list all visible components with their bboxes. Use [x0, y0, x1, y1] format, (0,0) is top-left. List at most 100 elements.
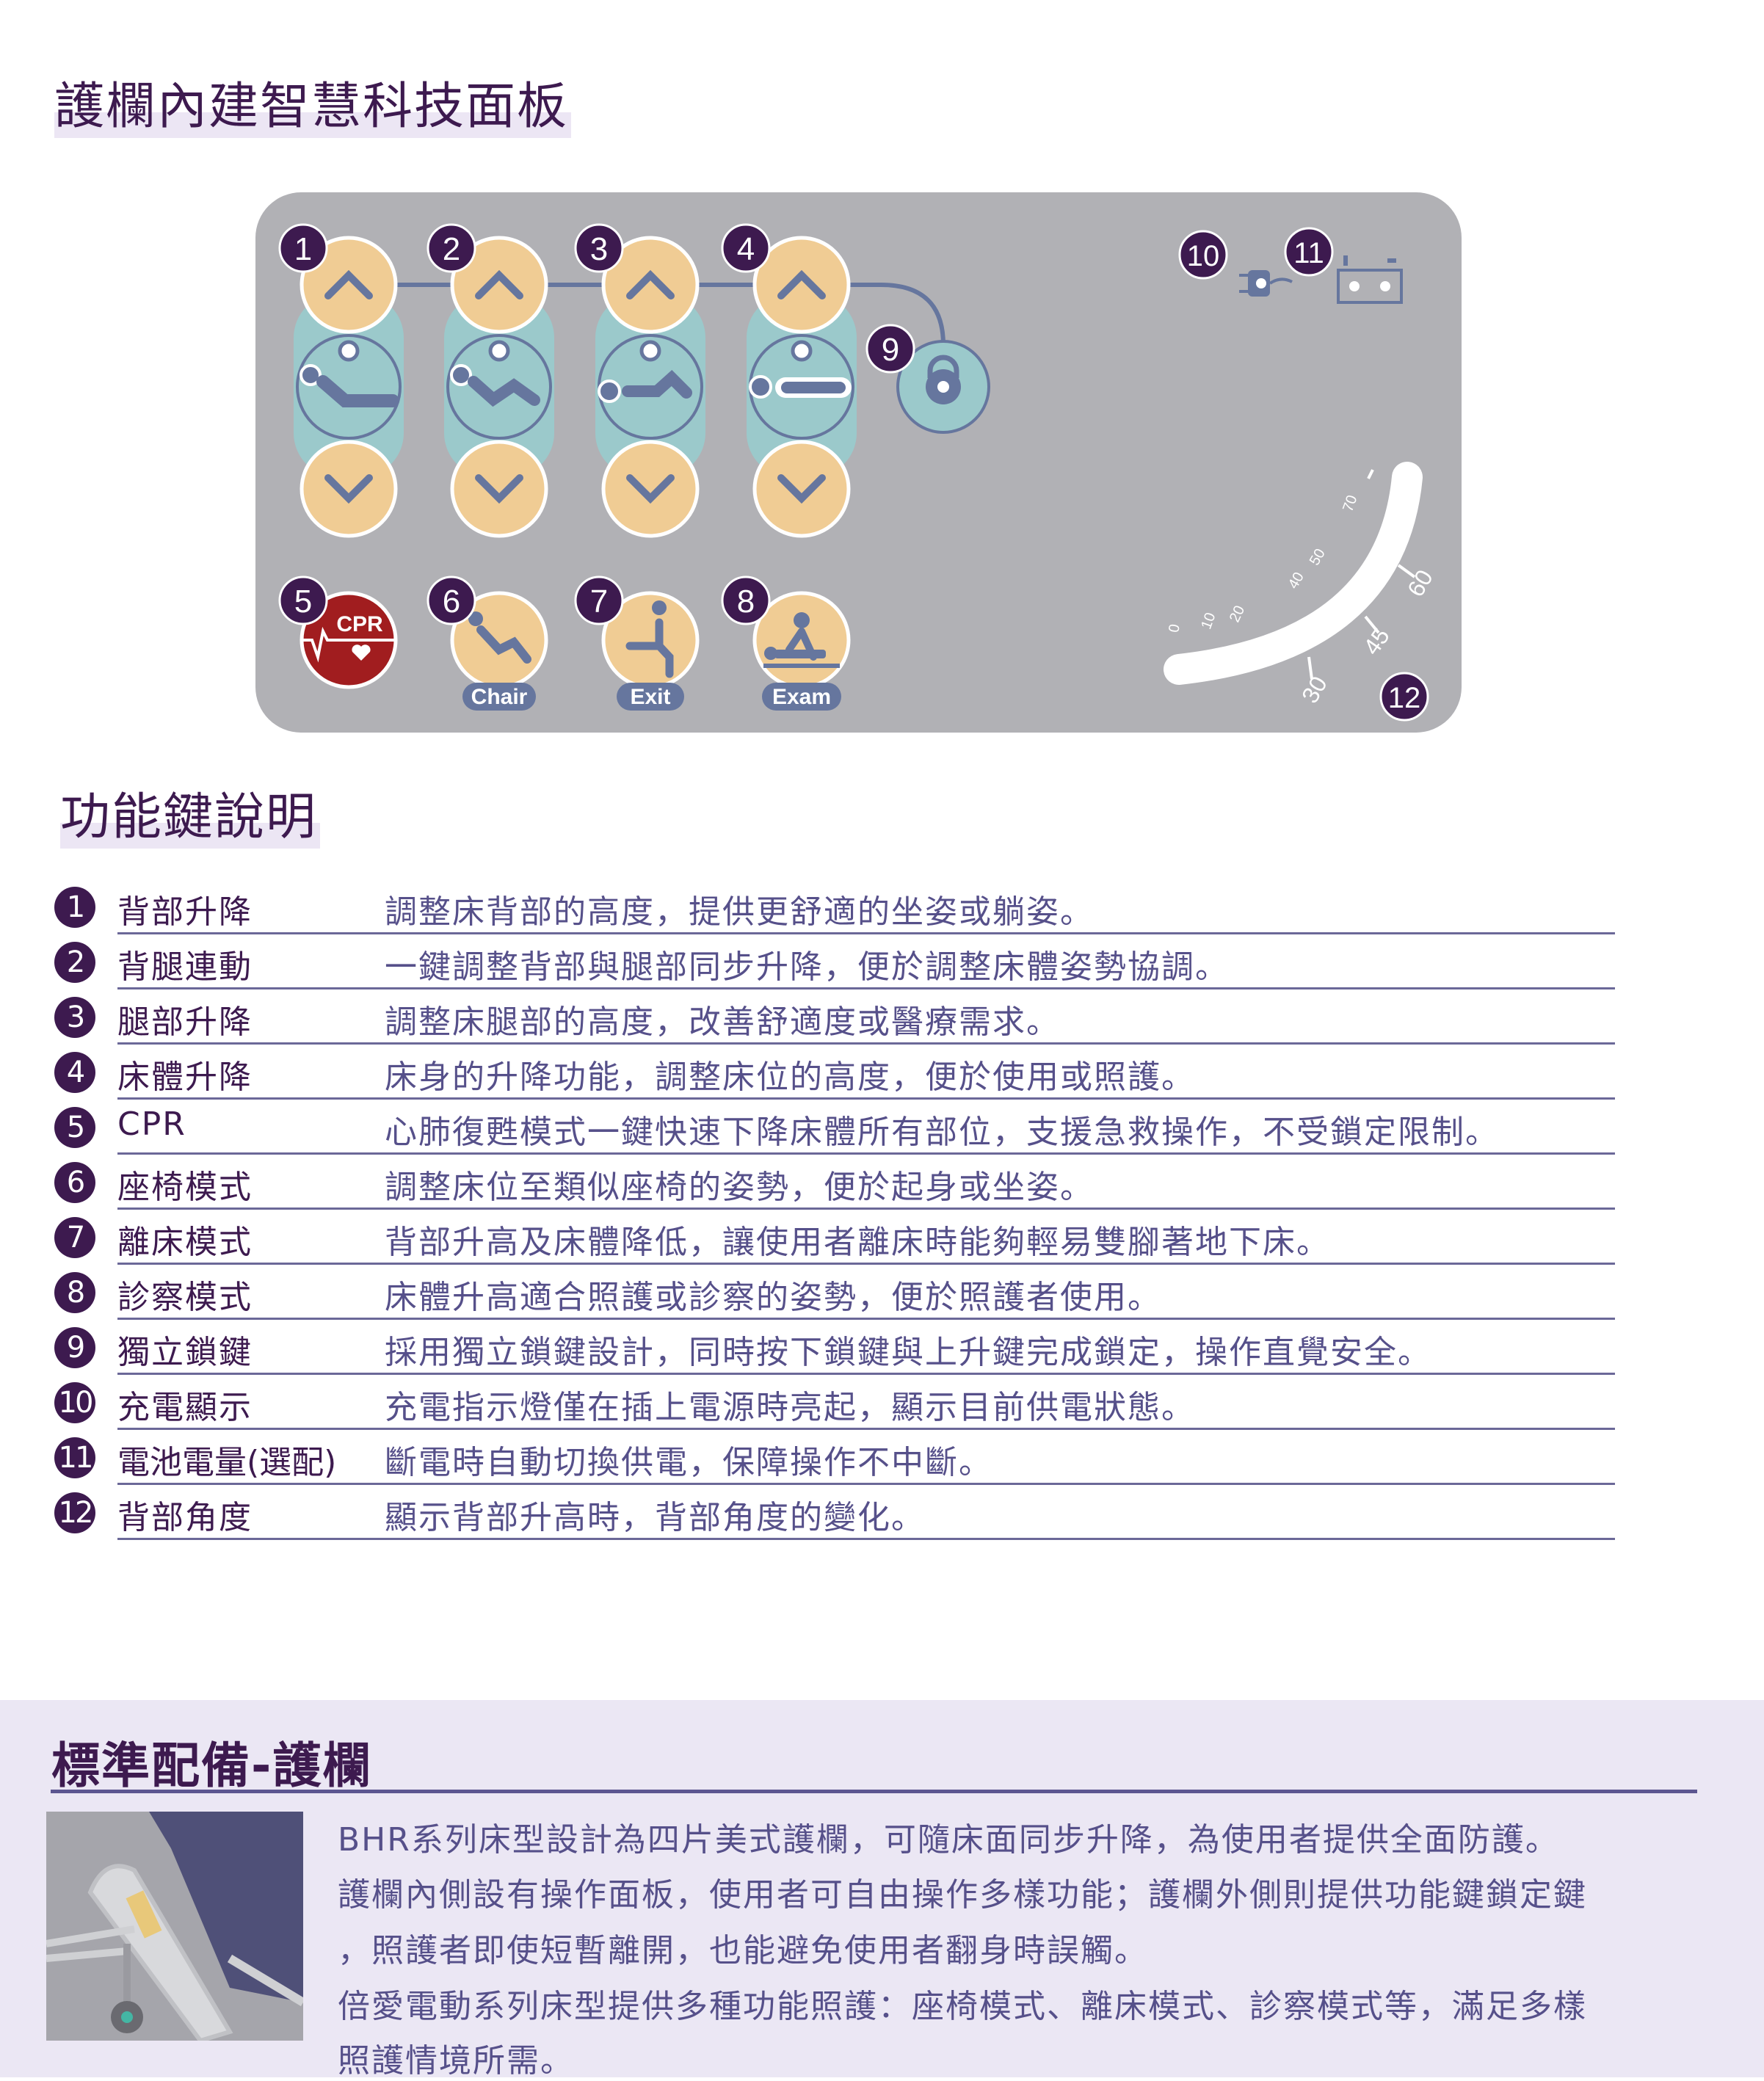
svg-text:9: 9 [882, 332, 899, 368]
bed-flat-icon [749, 375, 772, 399]
badge-1: 1 [278, 223, 328, 273]
row-number-badge: 12 [54, 1492, 95, 1533]
row-number-badge: 10 [54, 1382, 95, 1423]
title-underline [51, 1790, 1697, 1793]
heart-icon [352, 644, 371, 661]
chair-label: Chair [471, 685, 528, 709]
function-label: 床體升降 [117, 1058, 253, 1096]
badge-12: 12 [1379, 672, 1429, 722]
function-row: 8 診察模式 床體升高適合照護或診察的姿勢，便於照護者使用。 [51, 1262, 1615, 1320]
function-description: 調整床腿部的高度，改善舒適度或醫療需求。 [385, 1003, 1060, 1041]
exam-label: Exam [772, 685, 831, 709]
standard-title: 標準配備-護欄 [51, 1737, 373, 1794]
description-line: 護欄內側設有操作面板，使用者可自由操作多樣功能；護欄外側則提供功能鍵鎖定鍵 [338, 1876, 1587, 1914]
function-description: 充電指示燈僅在插上電源時亮起，顯示目前供電狀態。 [385, 1389, 1195, 1426]
function-label: 座椅模式 [117, 1169, 253, 1206]
function-description: 斷電時自動切換供電，保障操作不中斷。 [385, 1444, 992, 1481]
function-description: 心肺復甦模式一鍵快速下降床體所有部位，支援急救操作，不受鎖定限制。 [385, 1114, 1499, 1151]
back-raise-icon [300, 364, 322, 386]
function-row: 11 電池電量(選配) 斷電時自動切換供電，保障操作不中斷。 [51, 1427, 1615, 1485]
description-line: 倍愛電動系列床型提供多種功能照護：座椅模式、離床模式、診察模式等，滿足多樣 [338, 1988, 1587, 2025]
function-row: 10 充電顯示 充電指示燈僅在插上電源時亮起，顯示目前供電狀態。 [51, 1372, 1615, 1430]
row-number-badge: 8 [54, 1272, 95, 1313]
chair-icon [468, 611, 483, 626]
function-description: 床體升高適合照護或診察的姿勢，便於照護者使用。 [385, 1279, 1161, 1316]
badge-10: 10 [1178, 230, 1228, 280]
exam-icon [794, 612, 810, 628]
heartbeat-icon [302, 626, 395, 663]
cpr-button[interactable]: CPR [300, 591, 398, 689]
function-description: 一鍵調整背部與腿部同步升降，便於調整床體姿勢協調。 [385, 948, 1229, 986]
page-title-text: 護欄內建智慧科技面板 [54, 78, 569, 136]
leg-down-button[interactable] [601, 440, 700, 538]
chair-mode-button[interactable]: Chair [450, 591, 548, 711]
row-divider [117, 1428, 1615, 1430]
back-up-button[interactable] [300, 236, 398, 334]
control-panel-diagram: CPR Chair Exit Exam [255, 192, 1462, 733]
svg-text:6: 6 [443, 584, 460, 620]
panel-background [255, 192, 1462, 733]
svg-text:12: 12 [1388, 682, 1421, 714]
row-number-badge: 9 [54, 1327, 95, 1368]
row-divider [117, 932, 1615, 934]
back-down-button[interactable] [300, 440, 398, 538]
exam-mode-button[interactable]: Exam [752, 591, 851, 711]
leg-up-button[interactable] [601, 236, 700, 334]
function-description: 採用獨立鎖鍵設計，同時按下鎖鍵與上升鍵完成鎖定，操作直覺安全。 [385, 1334, 1431, 1371]
badge-8: 8 [721, 575, 771, 625]
function-row: 6 座椅模式 調整床位至類似座椅的姿勢，便於起身或坐姿。 [51, 1152, 1615, 1210]
badge-2: 2 [427, 223, 476, 273]
row-number-badge: 6 [54, 1162, 95, 1203]
function-label: 電池電量(選配) [117, 1444, 337, 1481]
function-label: 獨立鎖鍵 [117, 1334, 253, 1371]
function-row: 9 獨立鎖鍵 採用獨立鎖鍵設計，同時按下鎖鍵與上升鍵完成鎖定，操作直覺安全。 [51, 1317, 1615, 1375]
chevron-down-icon [777, 474, 826, 504]
back-leg-icon [450, 364, 472, 386]
function-label: 背部角度 [117, 1499, 253, 1536]
badge-9: 9 [865, 324, 915, 374]
page-title: 護欄內建智慧科技面板 [54, 82, 572, 138]
row-number-badge: 1 [54, 887, 95, 928]
svg-text:10: 10 [1187, 240, 1220, 272]
row-number-badge: 2 [54, 942, 95, 983]
row-number-badge: 11 [54, 1437, 95, 1478]
row-divider [117, 1097, 1615, 1100]
row-number-badge: 3 [54, 997, 95, 1038]
badge-4: 4 [721, 223, 771, 273]
badge-6: 6 [427, 575, 476, 625]
function-description: 調整床背部的高度，提供更舒適的坐姿或躺姿。 [385, 893, 1094, 931]
exit-mode-button[interactable]: Exit [601, 591, 700, 711]
row-number-badge: 7 [54, 1217, 95, 1258]
function-label: 背部升降 [117, 893, 253, 931]
svg-text:4: 4 [737, 231, 755, 267]
chevron-up-icon [324, 269, 373, 299]
lock-icon [927, 355, 959, 378]
column-back [294, 236, 404, 538]
badge-3: 3 [574, 223, 624, 273]
bed-up-button[interactable] [752, 236, 851, 334]
lock-button[interactable] [896, 340, 990, 434]
cpr-label: CPR [336, 612, 383, 636]
gauge-tick-0: 0 [1166, 623, 1183, 634]
function-label: 診察模式 [117, 1279, 253, 1316]
function-description: 調整床位至類似座椅的姿勢，便於起身或坐姿。 [385, 1169, 1094, 1206]
row-divider [117, 1483, 1615, 1485]
side-rail-photo [46, 1812, 303, 2041]
exit-person-icon [652, 600, 667, 615]
badge-11: 11 [1284, 227, 1334, 277]
bed-down-button[interactable] [752, 440, 851, 538]
row-number-badge: 5 [54, 1107, 95, 1148]
column-leg [595, 236, 705, 538]
svg-text:11: 11 [1293, 237, 1324, 269]
function-row: 1 背部升降 調整床背部的高度，提供更舒適的坐姿或躺姿。 [51, 876, 1615, 934]
back-leg-down-button[interactable] [450, 440, 548, 538]
badge-7: 7 [574, 575, 624, 625]
function-label: 離床模式 [117, 1224, 253, 1261]
function-label: 充電顯示 [117, 1389, 253, 1426]
back-leg-up-button[interactable] [450, 236, 548, 334]
